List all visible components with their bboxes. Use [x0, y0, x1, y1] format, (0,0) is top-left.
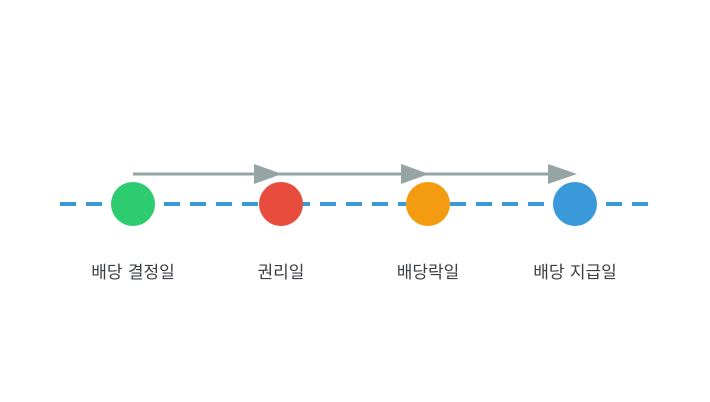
step-label-dividend-declaration: 배당 결정일	[91, 263, 175, 283]
arrowhead-3	[548, 164, 577, 184]
step-label-payment-date: 배당 지급일	[533, 263, 617, 283]
step-dot-record-date	[259, 182, 303, 226]
arrowhead-1	[254, 164, 282, 184]
step-dot-ex-dividend	[406, 182, 450, 226]
arrowhead-2	[401, 164, 429, 184]
step-label-record-date: 권리일	[257, 263, 305, 283]
step-dot-payment-date	[553, 182, 597, 226]
step-dot-dividend-declaration	[111, 182, 155, 226]
step-label-ex-dividend: 배당락일	[396, 263, 460, 283]
